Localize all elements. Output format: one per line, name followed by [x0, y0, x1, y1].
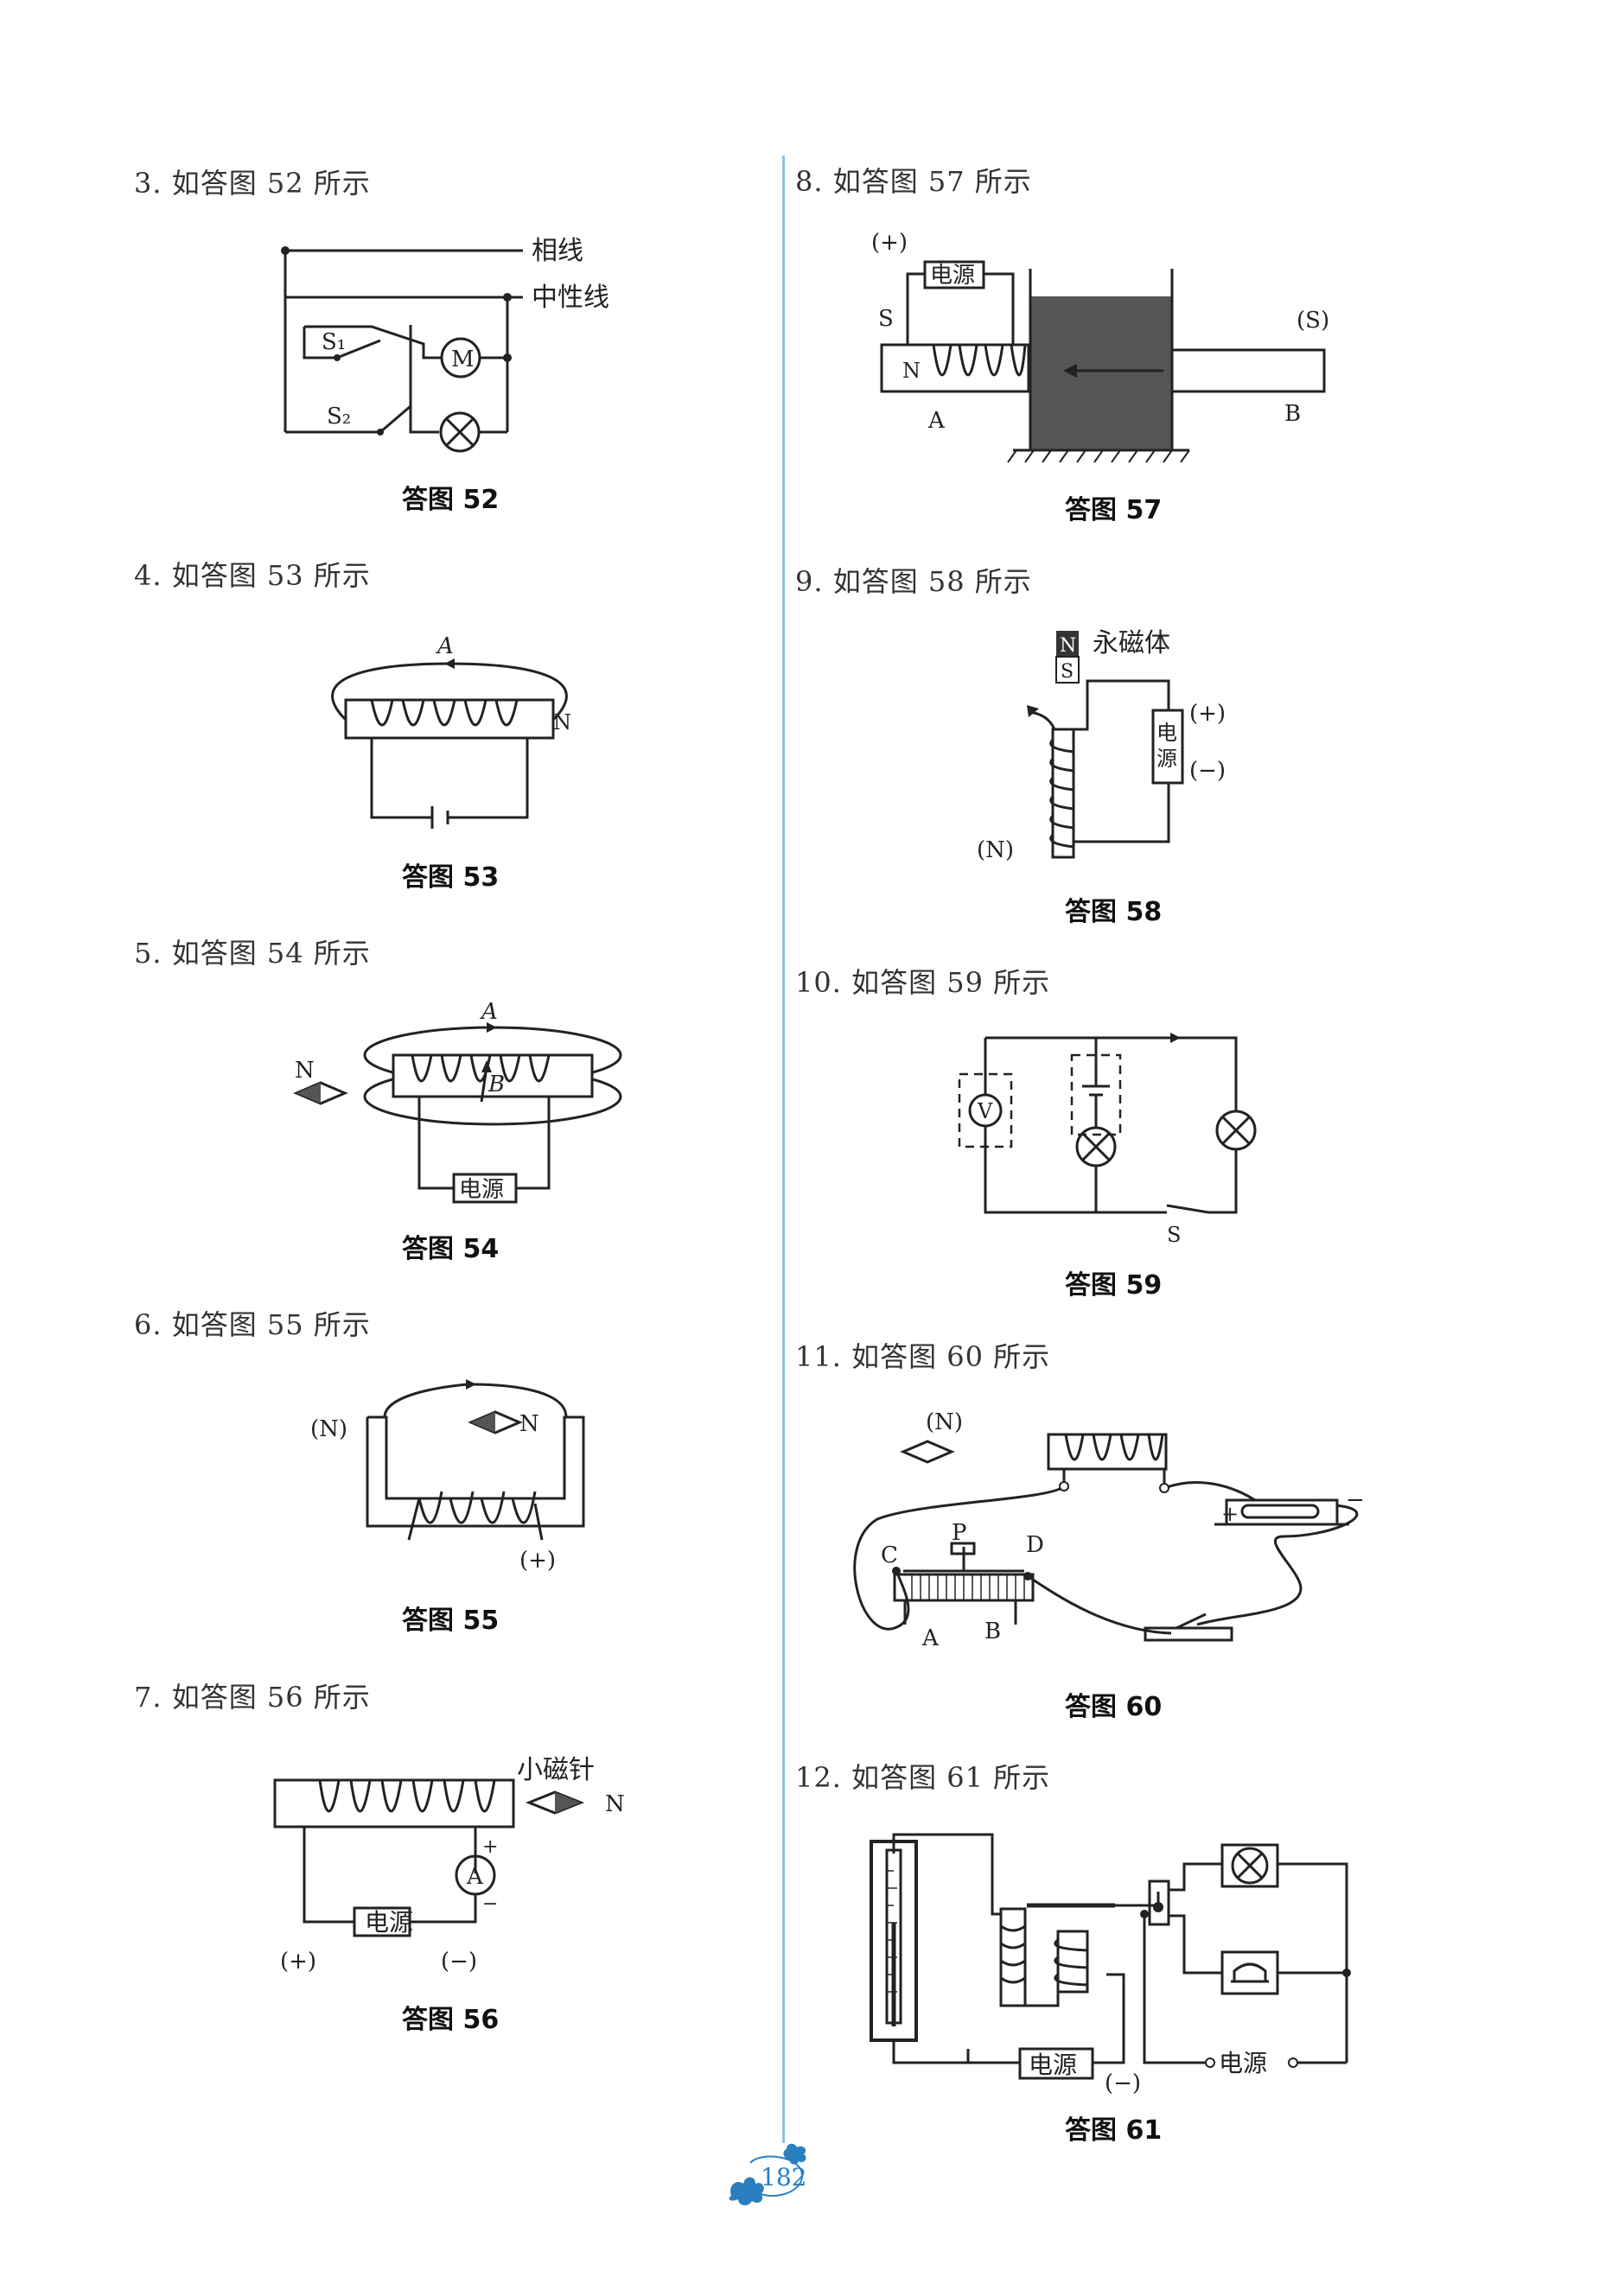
q5-heading: 5. 如答图 54 所示 — [134, 937, 371, 970]
caption-59: 答图 59 — [1065, 1270, 1163, 1301]
caption-52: 答图 52 — [402, 485, 500, 515]
figure-55: (N) N (+) — [307, 1374, 618, 1581]
label-power-1: 电 — [1156, 721, 1177, 745]
label-p: P — [952, 1520, 967, 1546]
label-n: N — [295, 1058, 315, 1084]
label-power: 电源 — [459, 1177, 504, 1203]
figure-53: A N — [320, 629, 596, 829]
figure-54: A B N 电源 — [290, 999, 622, 1214]
label-power-right: 电源 — [1219, 2049, 1267, 2077]
label-n-paren: (N) — [977, 837, 1014, 863]
label-plus: (+) — [871, 230, 908, 256]
label-minus: (−) — [1189, 758, 1226, 784]
figure-56: 小磁针 N A + − 电源 (+) (−) — [268, 1746, 631, 1979]
caption-61: 答图 61 — [1065, 2115, 1163, 2146]
label-a: A — [480, 999, 498, 1025]
label-n-paren: (N) — [310, 1416, 347, 1442]
label-s: S — [1061, 661, 1074, 683]
column-divider — [782, 156, 785, 2143]
label-minus: (−) — [441, 1949, 477, 1975]
q12-heading: 12. 如答图 61 所示 — [795, 1761, 1051, 1794]
label-live-wire: 相线 — [532, 236, 583, 266]
q4-heading: 4. 如答图 53 所示 — [134, 559, 371, 592]
label-plus-sign: + — [482, 1836, 498, 1858]
caption-54: 答图 54 — [402, 1234, 500, 1264]
label-power: 电源 — [365, 1908, 413, 1937]
figure-57: (+) 电源 S N (S) A B — [864, 220, 1366, 471]
label-n: N — [519, 1411, 539, 1437]
q3-heading: 3. 如答图 52 所示 — [134, 167, 371, 200]
label-b: B — [1284, 401, 1301, 427]
page-number: 182 — [761, 2163, 806, 2191]
q6-heading: 6. 如答图 55 所示 — [134, 1308, 371, 1341]
label-n: N — [1060, 635, 1076, 657]
label-s2: S₂ — [327, 404, 351, 429]
figure-60: (N) C P D A B + − — [851, 1398, 1370, 1657]
figure-58: N S 永磁体 电 源 (+) (−) (N) — [977, 622, 1271, 873]
caption-58: 答图 58 — [1065, 897, 1163, 927]
label-s1: S₁ — [322, 329, 346, 355]
label-plus: (+) — [519, 1548, 556, 1574]
caption-60: 答图 60 — [1065, 1692, 1163, 1722]
label-n: N — [553, 710, 571, 735]
label-neutral-wire: 中性线 — [532, 283, 609, 313]
label-v: V — [977, 1099, 993, 1123]
q10-heading: 10. 如答图 59 所示 — [795, 966, 1051, 999]
label-motor: M — [451, 347, 475, 372]
q8-heading: 8. 如答图 57 所示 — [795, 165, 1032, 198]
figure-52: 相线 中性线 S₁ S₂ M — [277, 232, 640, 453]
label-c: C — [881, 1542, 898, 1568]
label-minus: (−) — [1105, 2070, 1141, 2096]
page-number-badge: 182 — [726, 2139, 821, 2208]
label-a: A — [921, 1625, 940, 1651]
label-power-2: 源 — [1156, 747, 1177, 771]
q9-heading: 9. 如答图 58 所示 — [795, 565, 1032, 598]
caption-55: 答图 55 — [402, 1606, 500, 1636]
label-plus: + — [1221, 1502, 1239, 1526]
figure-61: 电源 电源 (−) — [864, 1819, 1366, 2096]
label-ammeter: A — [466, 1864, 484, 1890]
label-minus: − — [1346, 1487, 1365, 1513]
caption-57: 答图 57 — [1065, 495, 1163, 525]
q7-heading: 7. 如答图 56 所示 — [134, 1681, 371, 1714]
caption-56: 答图 56 — [402, 2005, 500, 2035]
label-a: A — [436, 633, 454, 659]
label-plus: (+) — [1189, 701, 1226, 727]
q11-heading: 11. 如答图 60 所示 — [795, 1340, 1051, 1373]
label-s: S — [1167, 1223, 1181, 1247]
label-b: B — [984, 1619, 1001, 1644]
label-power: 电源 — [930, 263, 975, 289]
label-power-left: 电源 — [1029, 2051, 1077, 2079]
label-n: N — [605, 1791, 625, 1817]
figure-59: V S — [951, 1024, 1262, 1249]
label-plus: (+) — [280, 1949, 316, 1975]
label-a: A — [927, 408, 946, 434]
label-d: D — [1026, 1532, 1044, 1558]
label-b: B — [487, 1072, 505, 1097]
label-needle: 小磁针 — [517, 1755, 595, 1785]
label-minus-sign: − — [482, 1893, 498, 1915]
label-s-paren: (S) — [1297, 308, 1329, 334]
label-n: N — [902, 359, 921, 383]
caption-53: 答图 53 — [402, 862, 500, 893]
label-n-paren: (N) — [926, 1409, 963, 1435]
label-magnet: 永磁体 — [1093, 628, 1170, 658]
label-s: S — [878, 306, 894, 332]
